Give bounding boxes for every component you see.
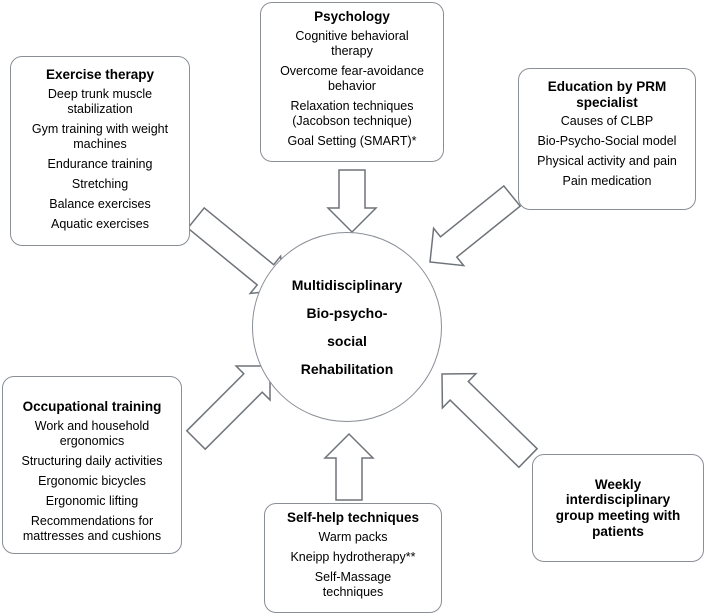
exercise-therapy-box: Exercise therapy Deep trunk muscle stabi… <box>10 56 190 246</box>
arrow-occupational <box>185 365 271 451</box>
list-item: Self-Massage techniques <box>314 569 392 599</box>
list-item: Ergonomic lifting <box>45 493 139 508</box>
center-label-line: social <box>327 333 367 349</box>
list-item: Balance exercises <box>49 196 151 211</box>
list-item: Ergonomic bicycles <box>38 473 146 488</box>
occupational-training-title: Occupational training <box>22 399 162 414</box>
center-circle: Multidisciplinary Bio-psycho- social Reh… <box>252 232 442 422</box>
occupational-training-box: Occupational training Work and household… <box>2 376 182 554</box>
list-item: Kneipp hydrotherapy** <box>290 549 416 564</box>
list-item: Deep trunk muscle stabilization <box>47 86 153 116</box>
education-title: Education by PRM specialist <box>547 79 667 110</box>
list-item: Bio-Psycho-Social model <box>537 134 677 149</box>
list-item: Goal Setting (SMART)* <box>287 133 417 148</box>
self-help-title: Self-help techniques <box>286 510 420 525</box>
list-item: Relaxation techniques (Jacobson techniqu… <box>290 98 414 128</box>
arrow-psychology <box>326 169 378 234</box>
self-help-box: Self-help techniques Warm packs Kneipp h… <box>264 503 442 613</box>
list-item: Cognitive behavioral therapy <box>295 28 409 58</box>
psychology-box: Psychology Cognitive behavioral therapy … <box>260 2 444 162</box>
list-item: Causes of CLBP <box>560 114 654 129</box>
center-label-line: Multidisciplinary <box>291 277 403 293</box>
weekly-meeting-title: Weekly interdisciplinary group meeting w… <box>555 476 681 539</box>
education-box: Education by PRM specialist Causes of CL… <box>518 68 696 210</box>
list-item: Work and household ergonomics <box>34 418 150 448</box>
arrow-weekly <box>441 372 539 469</box>
list-item: Physical activity and pain <box>537 154 677 169</box>
list-item: Gym training with weight machines <box>31 121 169 151</box>
list-item: Recommendations for mattresses and cushi… <box>22 513 162 543</box>
list-item: Overcome fear-avoidance behavior <box>280 63 424 93</box>
center-label-line: Bio-psycho- <box>306 305 388 321</box>
psychology-title: Psychology <box>314 9 390 24</box>
list-item: Pain medication <box>562 174 652 189</box>
list-item: Warm packs <box>318 529 388 544</box>
list-item: Endurance training <box>47 156 153 171</box>
arrow-self-help <box>323 432 375 501</box>
center-label-line: Rehabilitation <box>300 361 394 377</box>
list-item: Stretching <box>71 176 129 191</box>
exercise-therapy-title: Exercise therapy <box>45 67 155 82</box>
weekly-meeting-box: Weekly interdisciplinary group meeting w… <box>532 454 704 562</box>
list-item: Aquatic exercises <box>51 216 149 231</box>
list-item: Structuring daily activities <box>21 453 163 468</box>
arrow-education <box>429 184 522 267</box>
